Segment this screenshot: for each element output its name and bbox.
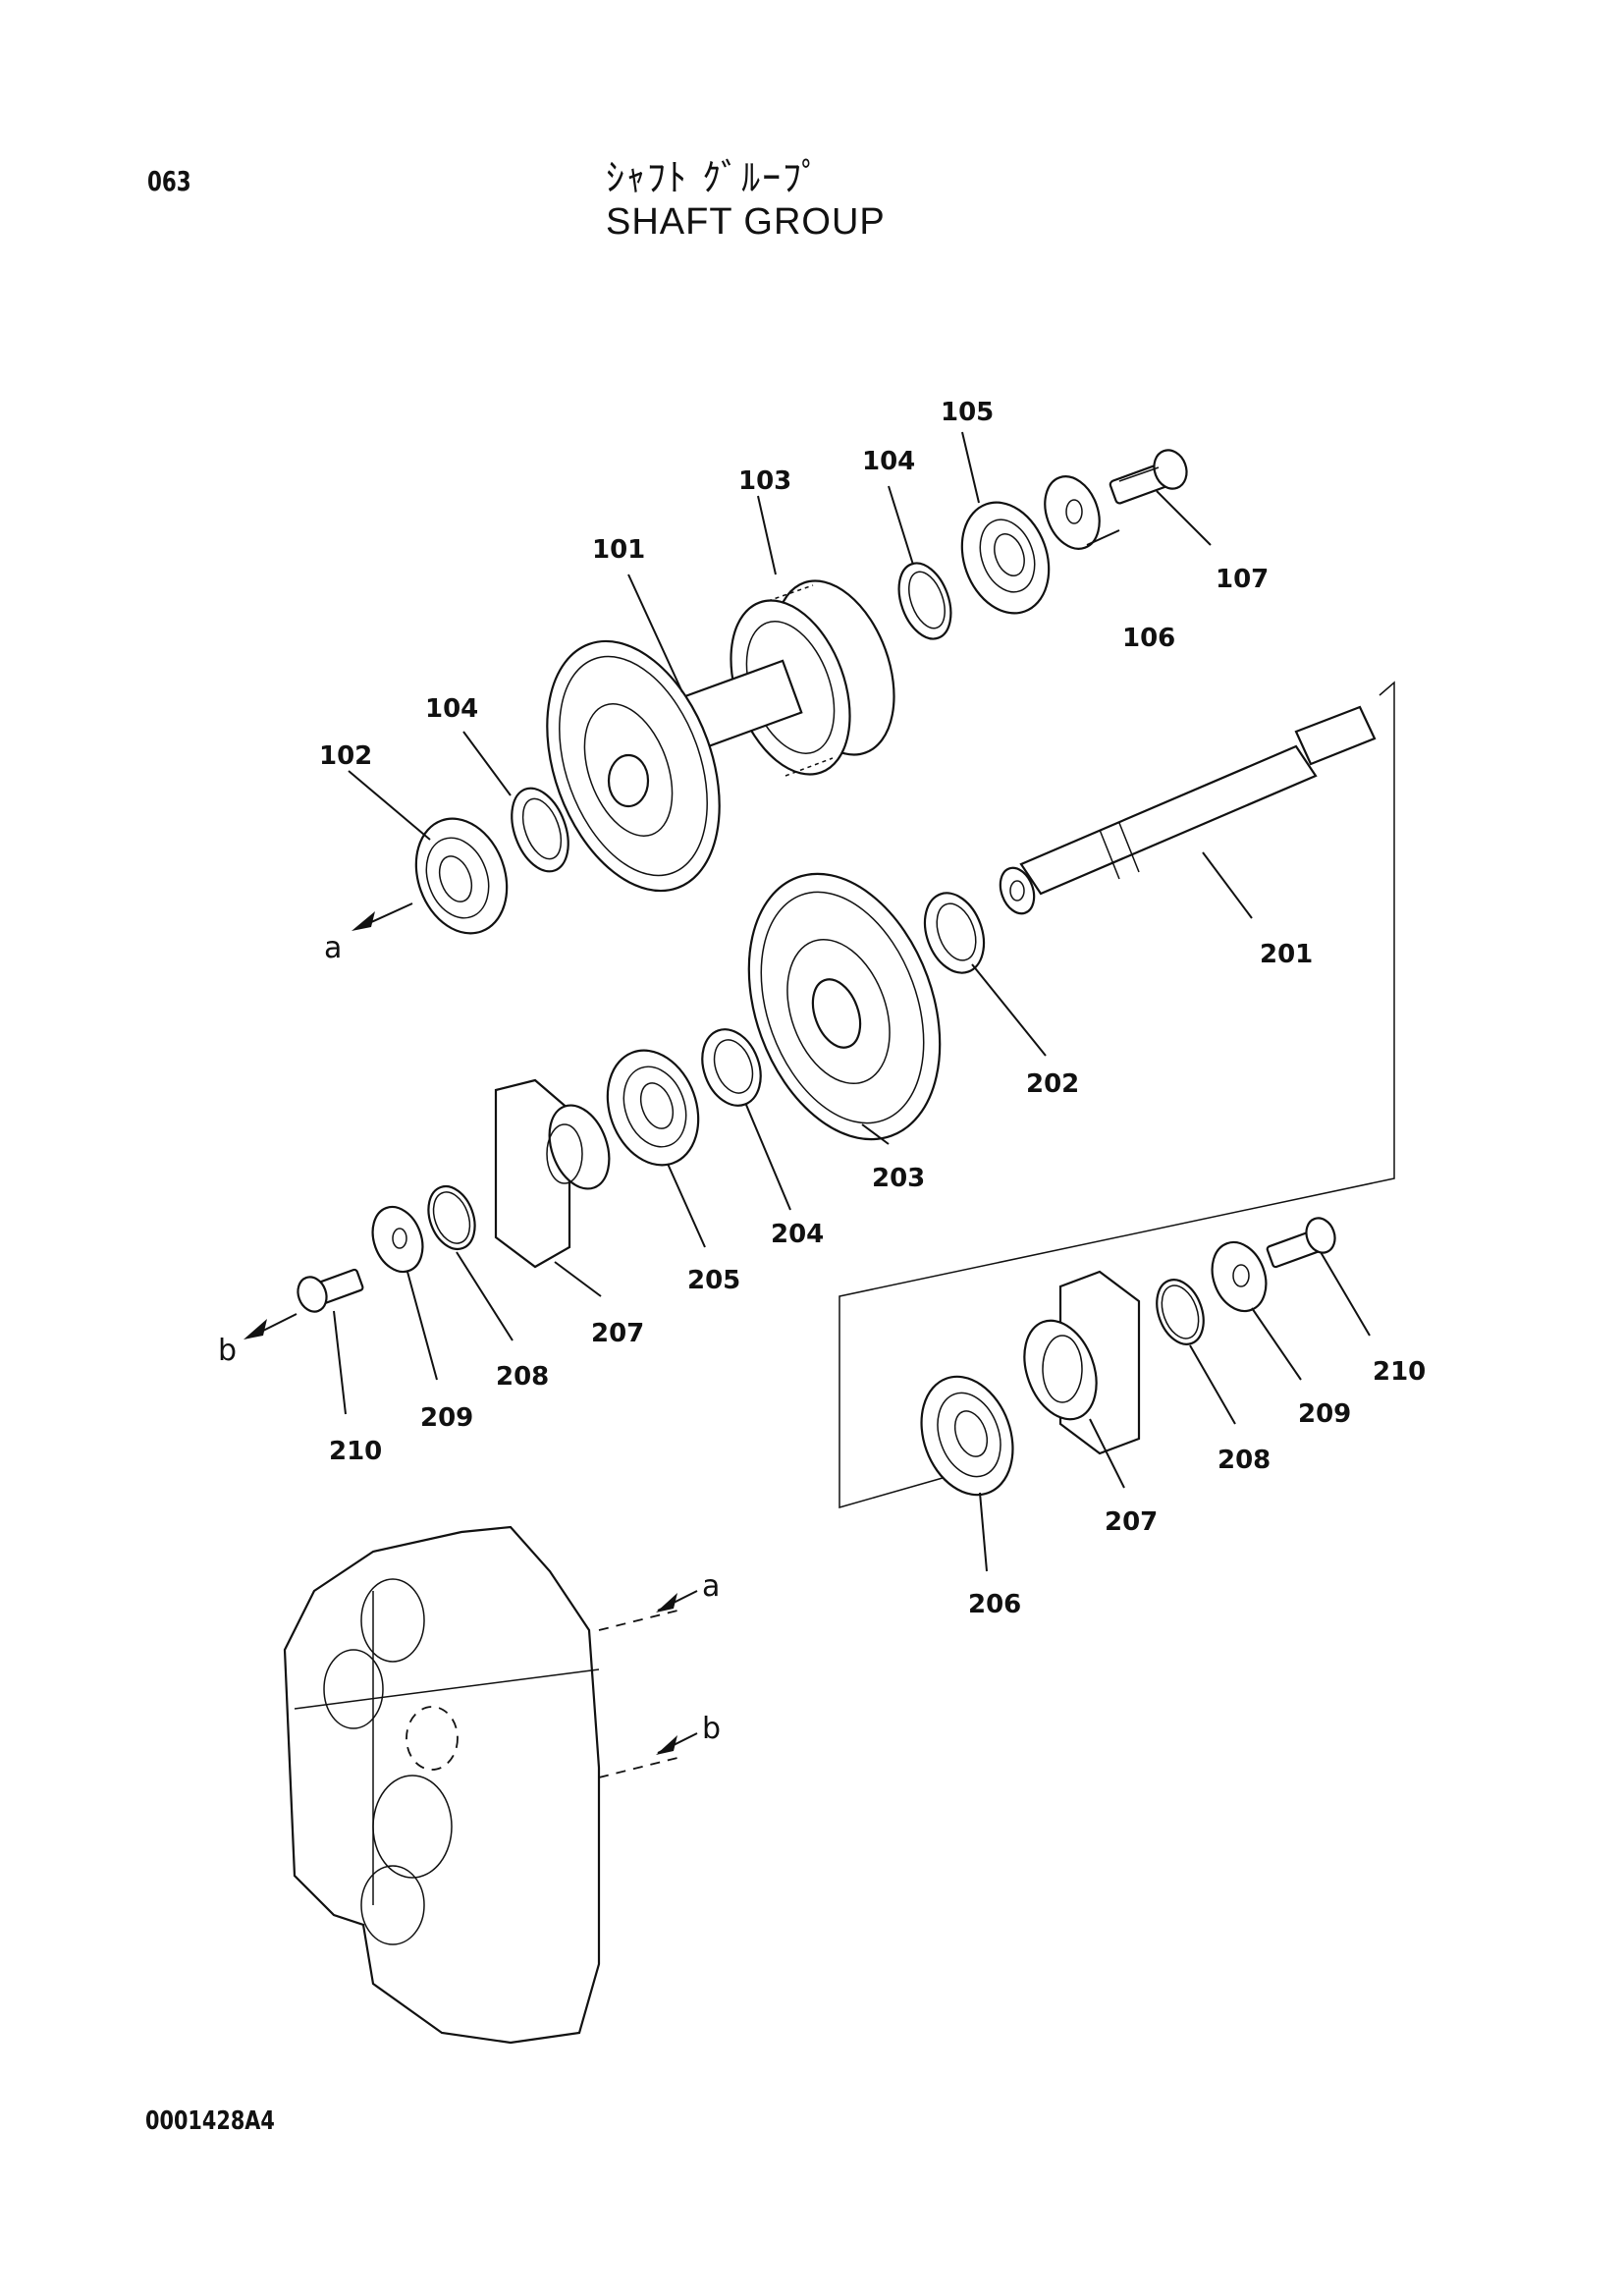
- label-107: 107: [1216, 565, 1269, 594]
- reference-arrows: [243, 902, 698, 1755]
- leader-lines: [333, 431, 1371, 1572]
- o-ring-208-left: [427, 1184, 476, 1251]
- ref-b-left: b: [218, 1334, 237, 1368]
- bearing-206: [920, 1375, 1014, 1497]
- label-210-right: 210: [1373, 1357, 1426, 1387]
- bolt-107: [1109, 449, 1188, 505]
- label-204: 204: [771, 1220, 824, 1249]
- assembly-bracket: [839, 681, 1395, 1508]
- label-105: 105: [941, 398, 994, 427]
- label-208-left: 208: [496, 1362, 549, 1392]
- label-104-upper: 104: [862, 447, 915, 476]
- gear-203: [747, 872, 942, 1141]
- o-ring-208-right: [1156, 1279, 1205, 1345]
- shaft-201: [999, 705, 1377, 915]
- ring-202: [923, 892, 986, 974]
- washer-209-right: [1211, 1240, 1268, 1313]
- label-207-left: 207: [591, 1319, 644, 1348]
- label-101: 101: [592, 535, 645, 565]
- ref-b-housing: b: [702, 1712, 721, 1746]
- washer-106: [1044, 475, 1101, 550]
- bearing-105: [960, 501, 1051, 615]
- bearing-205: [606, 1049, 700, 1167]
- bolt-210-right: [1266, 1217, 1336, 1269]
- transmission-housing: [283, 1525, 678, 2045]
- label-203: 203: [872, 1164, 925, 1193]
- label-106: 106: [1122, 624, 1175, 653]
- ref-a-left: a: [324, 931, 342, 965]
- reference-letter-labels: a b a b: [218, 931, 721, 1746]
- label-102: 102: [319, 741, 372, 771]
- label-202: 202: [1026, 1069, 1079, 1099]
- bolt-210-left: [297, 1268, 364, 1313]
- label-207-right: 207: [1105, 1507, 1158, 1537]
- label-209-right: 209: [1298, 1399, 1351, 1429]
- page-title: SHAFT GROUP: [606, 201, 886, 243]
- gear-shaft-101: [546, 639, 803, 893]
- label-205: 205: [687, 1266, 740, 1295]
- bearing-102: [414, 817, 509, 935]
- drawing-code: 0001428A4: [145, 2106, 275, 2136]
- washer-209-left: [371, 1205, 424, 1274]
- page-code: 063: [147, 165, 191, 197]
- ring-204: [701, 1028, 762, 1107]
- flange-207-left: [494, 1078, 611, 1269]
- title-japanese: ｼｬﾌﾄ ｸﾞﾙｰﾌﾟ: [606, 156, 823, 199]
- label-103: 103: [738, 466, 791, 496]
- label-206: 206: [968, 1590, 1021, 1619]
- ring-104-lower: [511, 787, 569, 873]
- part-number-labels: 101 102 103 104 104 105 106 107 201 202 …: [319, 398, 1426, 1619]
- flange-207-right: [1023, 1270, 1141, 1455]
- ring-104-upper: [897, 562, 952, 640]
- label-209-left: 209: [420, 1403, 473, 1433]
- label-104-lower: 104: [425, 694, 478, 724]
- label-201: 201: [1260, 940, 1313, 969]
- label-208-right: 208: [1217, 1446, 1271, 1475]
- ref-a-housing: a: [702, 1569, 720, 1604]
- label-210-left: 210: [329, 1437, 382, 1466]
